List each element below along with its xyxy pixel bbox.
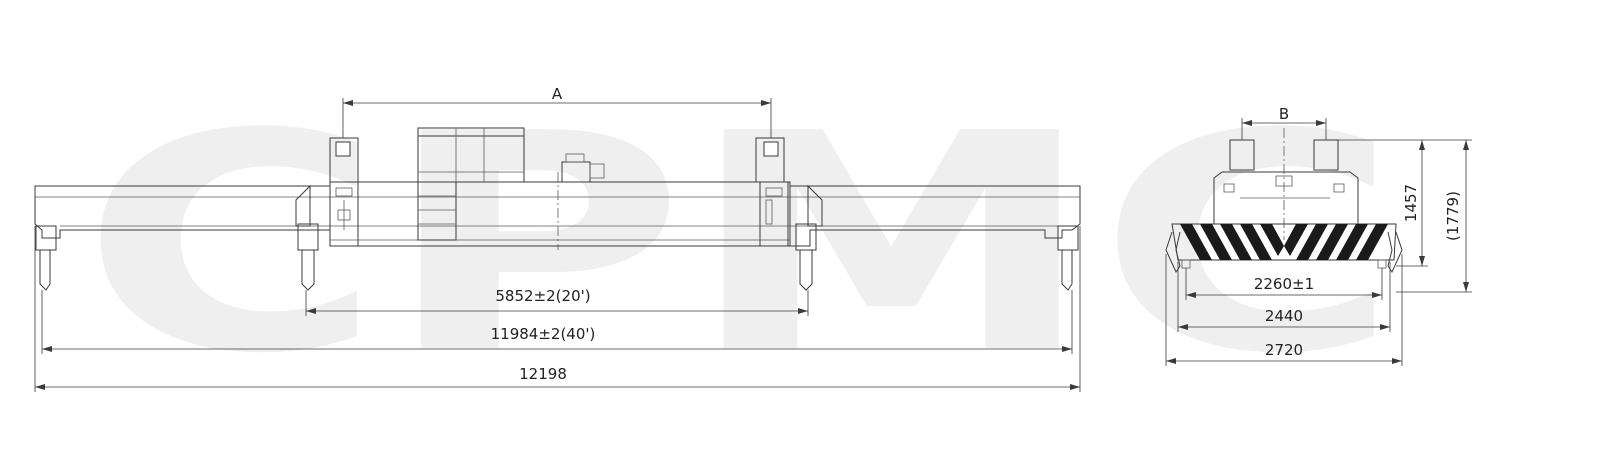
motor-top bbox=[565, 153, 585, 163]
dimension-40ft: 11984±2(40') bbox=[41, 290, 1073, 354]
left-cylinder bbox=[335, 141, 351, 157]
right-end-flipper bbox=[1061, 250, 1073, 291]
right-cylinder bbox=[763, 141, 779, 157]
left-end-flipper bbox=[39, 250, 51, 291]
guard-rail bbox=[417, 127, 525, 183]
left-end-twistlock bbox=[35, 225, 57, 251]
dimension-1779: (1779) bbox=[1396, 139, 1472, 293]
end-left-lug bbox=[1223, 183, 1235, 193]
dimension-2260: 2260±1 bbox=[1185, 268, 1383, 300]
motor-connector bbox=[589, 163, 605, 179]
left-cabinet-label bbox=[335, 187, 353, 197]
right-cabinet-label bbox=[765, 187, 783, 197]
dimension-1457: 1457 bbox=[1338, 139, 1428, 267]
dim-b-label: B bbox=[1279, 105, 1289, 123]
right-end-twistlock bbox=[1057, 225, 1079, 251]
dimension-2720: 2720 bbox=[1165, 254, 1403, 366]
left-cabinet-box bbox=[337, 209, 351, 221]
dim-20ft-label: 5852±2(20') bbox=[495, 287, 590, 305]
dim-1457-label: 1457 bbox=[1402, 184, 1420, 222]
dim-overall-label: 12198 bbox=[519, 365, 567, 383]
dim-2260-label: 2260±1 bbox=[1254, 275, 1314, 293]
right-20ft-flipper bbox=[799, 250, 813, 291]
dimension-a: A bbox=[342, 85, 772, 138]
left-20ft-flipper bbox=[301, 250, 315, 291]
ladder bbox=[417, 181, 457, 241]
end-view: B 2260±1 2440 2720 bbox=[1165, 105, 1472, 366]
end-label-plate bbox=[1275, 175, 1293, 187]
right-20ft-twistlock bbox=[795, 223, 817, 251]
dim-2720-label: 2720 bbox=[1265, 341, 1303, 359]
dim-1779-label: (1779) bbox=[1444, 191, 1462, 241]
right-20ft-bracket bbox=[807, 184, 823, 227]
right-cabinet-slot bbox=[765, 199, 773, 225]
dimension-b: B bbox=[1241, 105, 1327, 140]
left-20ft-twistlock bbox=[297, 223, 319, 251]
hatched-bumper bbox=[1171, 223, 1397, 261]
dim-2440-label: 2440 bbox=[1265, 307, 1303, 325]
dimension-overall: 12198 bbox=[34, 226, 1081, 392]
dimension-20ft: 5852±2(20') bbox=[305, 287, 809, 316]
dimension-2440: 2440 bbox=[1177, 262, 1391, 332]
side-view: A 5852±2(20') 11984±2(40') 12 bbox=[34, 85, 1081, 392]
dim-a-label: A bbox=[552, 85, 563, 103]
right-top-housing bbox=[755, 137, 785, 183]
dim-40ft-label: 11984±2(40') bbox=[491, 325, 596, 343]
left-top-housing bbox=[329, 137, 359, 183]
end-right-lug bbox=[1333, 183, 1345, 193]
left-20ft-bracket bbox=[295, 184, 311, 227]
